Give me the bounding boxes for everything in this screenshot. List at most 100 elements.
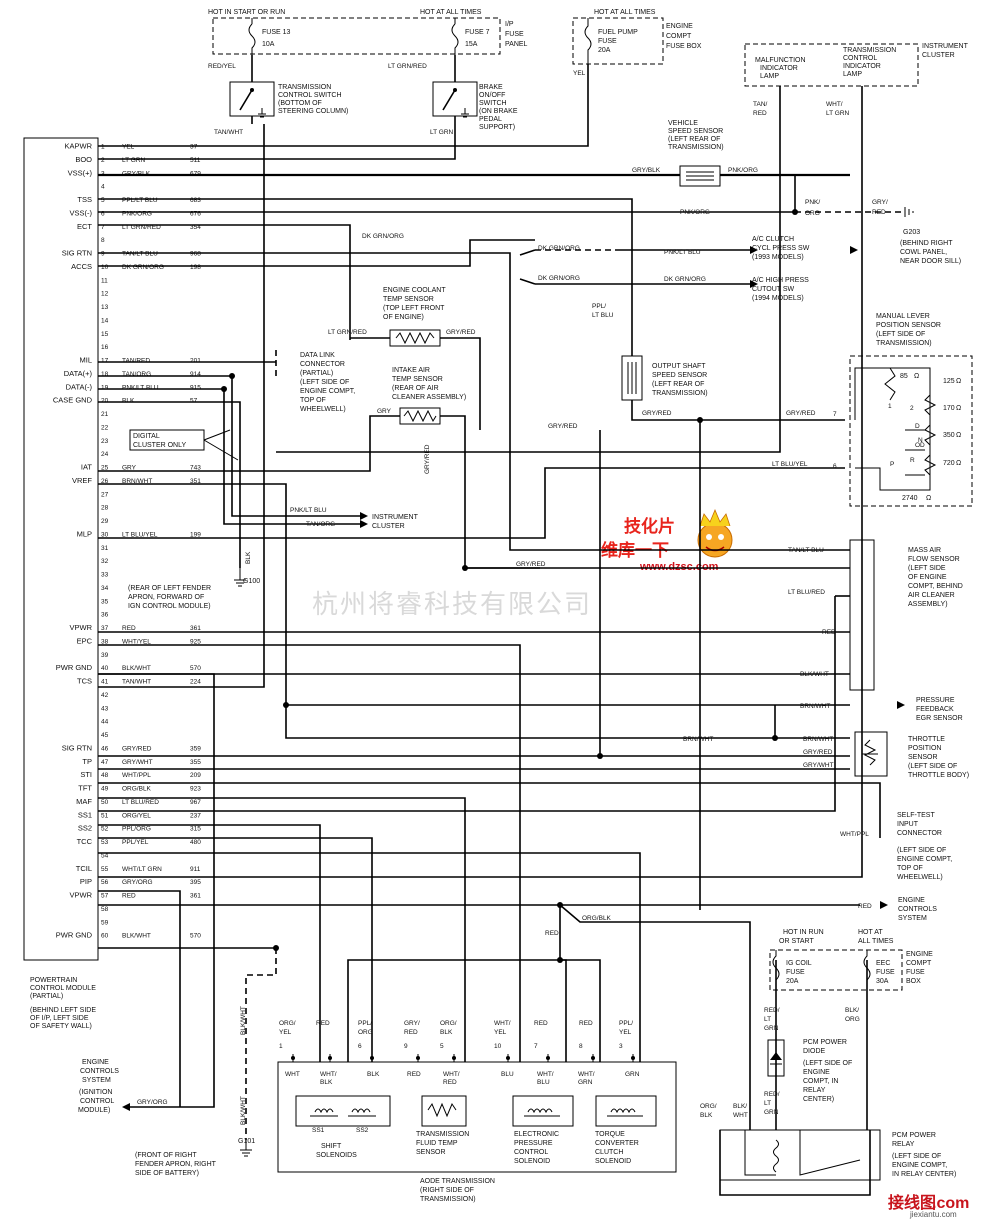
- trans-pin-terminal: [506, 1056, 510, 1060]
- trans-pin-terminal: [416, 1056, 420, 1060]
- svg-text:(LEFT SIDE OF: (LEFT SIDE OF: [803, 1060, 852, 1067]
- pcm-pin-number: 60: [101, 933, 109, 940]
- svg-text:(BOTTOM OF: (BOTTOM OF: [278, 100, 322, 107]
- svg-text:HOT AT ALL TIMES: HOT AT ALL TIMES: [594, 9, 656, 16]
- watermark-text: 杭州将睿科技有限公司: [312, 590, 592, 619]
- svg-text:RED/: RED/: [764, 1007, 780, 1014]
- pcm-pin-number: 38: [101, 638, 109, 645]
- svg-text:TORQUE: TORQUE: [595, 1131, 625, 1138]
- pcm-pin-label: VPWR: [70, 891, 93, 900]
- svg-text:(RIGHT SIDE OF: (RIGHT SIDE OF: [420, 1187, 474, 1194]
- pcm-pin-label: SS1: [78, 810, 92, 819]
- svg-text:OF ENGINE: OF ENGINE: [908, 574, 947, 581]
- pcm-pin-number: 53: [101, 839, 109, 846]
- pcm-pin-circuit: 925: [190, 638, 201, 645]
- pcm-pin-wire-color: BRN/WHT: [122, 478, 152, 485]
- svg-text:HOT AT ALL TIMES: HOT AT ALL TIMES: [420, 9, 482, 16]
- pcm-pin-label: VPWR: [70, 623, 93, 632]
- svg-text:CONTROLS: CONTROLS: [898, 906, 937, 913]
- svg-text:OUTPUT SHAFT: OUTPUT SHAFT: [652, 363, 706, 370]
- trans-pin-terminal: [370, 1056, 374, 1060]
- svg-text:WHT/: WHT/: [443, 1071, 460, 1078]
- svg-text:APRON, FORWARD OF: APRON, FORWARD OF: [128, 594, 204, 601]
- trans-pin-number: 7: [534, 1043, 538, 1050]
- svg-text:SENSOR: SENSOR: [416, 1149, 446, 1156]
- svg-text:OD: OD: [915, 442, 925, 449]
- svg-text:MALFUNCTION: MALFUNCTION: [755, 57, 806, 64]
- pcm-pin-circuit: 914: [190, 371, 201, 378]
- svg-text:SS2: SS2: [356, 1127, 369, 1134]
- svg-text:(REAR OF LEFT FENDER: (REAR OF LEFT FENDER: [128, 585, 211, 592]
- pcm-pin-number: 55: [101, 866, 109, 873]
- svg-text:(REAR OF AIR: (REAR OF AIR: [392, 385, 439, 392]
- svg-text:THROTTLE: THROTTLE: [908, 736, 945, 743]
- pcm-pin-wire-color: LT BLU/YEL: [122, 531, 158, 538]
- svg-text:RED: RED: [443, 1079, 457, 1086]
- pcm-pin-wire-color: RED: [122, 625, 136, 632]
- svg-text:SWITCH: SWITCH: [479, 100, 507, 107]
- pcm-pin-wire-color: GRY/WHT: [122, 759, 153, 766]
- trans-pin-number: 8: [579, 1043, 583, 1050]
- svg-text:COMPT: COMPT: [906, 960, 932, 967]
- ground-g101: G101 (FRONT OF RIGHT FENDER APRON, RIGHT…: [135, 1006, 255, 1177]
- svg-text:LT: LT: [764, 1100, 771, 1107]
- svg-text:FUSE 7: FUSE 7: [465, 29, 490, 36]
- svg-text:RED: RED: [858, 903, 872, 910]
- pcm-pin-circuit: 355: [190, 759, 201, 766]
- pcm-pin-number: 23: [101, 438, 109, 445]
- svg-text:ORG: ORG: [845, 1016, 860, 1023]
- pcm-pin-label: DATA(-): [66, 382, 93, 391]
- pcm-pin-wire-color: PPL/YEL: [122, 839, 149, 846]
- pcm-pin-wire-color: PPL/LT BLU: [122, 197, 158, 204]
- svg-text:PCM POWER: PCM POWER: [803, 1039, 847, 1046]
- svg-text:RED: RED: [545, 930, 559, 937]
- svg-text:(1994 MODELS): (1994 MODELS): [752, 295, 804, 302]
- svg-text:TAN/LT BLU: TAN/LT BLU: [788, 547, 824, 554]
- svg-text:WHEELWELL): WHEELWELL): [300, 406, 346, 413]
- svg-text:LAMP: LAMP: [760, 73, 779, 80]
- svg-text:SOLENOIDS: SOLENOIDS: [316, 1152, 357, 1159]
- pcm-pin-number: 40: [101, 665, 109, 672]
- svg-text:PPL/: PPL/: [592, 303, 606, 310]
- pcm-pin-circuit: 361: [190, 893, 201, 900]
- svg-text:FUSE: FUSE: [906, 969, 925, 976]
- engine-controls-system-left: ENGINE CONTROLS SYSTEM (IGNITION CONTROL…: [78, 1059, 168, 1114]
- pcm-pin-wire-color: LT GRN/RED: [122, 224, 161, 231]
- svg-text:INPUT: INPUT: [897, 821, 919, 828]
- svg-text:FUSE 13: FUSE 13: [262, 29, 291, 36]
- svg-text:CLUTCH: CLUTCH: [595, 1149, 623, 1156]
- svg-text:ALL TIMES: ALL TIMES: [858, 938, 894, 945]
- trans-wire-color: YEL: [494, 1029, 507, 1036]
- svg-text:LT BLU/YEL: LT BLU/YEL: [772, 461, 808, 468]
- svg-text:BRN/WHT: BRN/WHT: [803, 736, 833, 743]
- svg-text:720: 720: [943, 460, 955, 467]
- svg-text:GRY/RED: GRY/RED: [446, 329, 476, 336]
- pcm-pin-number: 6: [101, 210, 105, 217]
- pcm-pin-circuit: 911: [190, 866, 201, 873]
- instrument-cluster-top: MALFUNCTION INDICATOR LAMP TRANSMISSION …: [744, 43, 969, 117]
- svg-text:PRESSURE: PRESSURE: [916, 697, 955, 704]
- trans-wire-color: YEL: [619, 1029, 632, 1036]
- pcm-pin-number: 16: [101, 344, 109, 351]
- svg-text:WHEELWELL): WHEELWELL): [897, 874, 943, 881]
- svg-text:SOLENOID: SOLENOID: [514, 1158, 550, 1165]
- trans-pin-terminal: [291, 1056, 295, 1060]
- svg-text:TAN/ORG: TAN/ORG: [306, 521, 335, 528]
- pcm-pin-wire-color: GRY/RED: [122, 745, 152, 752]
- svg-text:(PARTIAL): (PARTIAL): [30, 993, 63, 1000]
- svg-text:ASSEMBLY): ASSEMBLY): [908, 601, 948, 608]
- svg-text:R: R: [910, 457, 915, 464]
- svg-text:COMPT, IN: COMPT, IN: [803, 1078, 838, 1085]
- pcm-pin-label: TFT: [78, 784, 92, 793]
- svg-text:HOT IN RUN: HOT IN RUN: [783, 929, 824, 936]
- pcm-pin-circuit: 923: [190, 786, 201, 793]
- jiexiantu-url: jiexiantu.com: [909, 1210, 957, 1219]
- svg-text:SUPPORT): SUPPORT): [479, 124, 515, 131]
- pcm-pin-label: VSS(+): [68, 168, 93, 177]
- wire-red-yel: RED/YEL: [208, 63, 236, 70]
- svg-text:PEDAL: PEDAL: [479, 116, 502, 123]
- svg-text:10A: 10A: [262, 41, 275, 48]
- svg-text:15A: 15A: [465, 41, 478, 48]
- svg-text:AIR CLEANER: AIR CLEANER: [908, 592, 955, 599]
